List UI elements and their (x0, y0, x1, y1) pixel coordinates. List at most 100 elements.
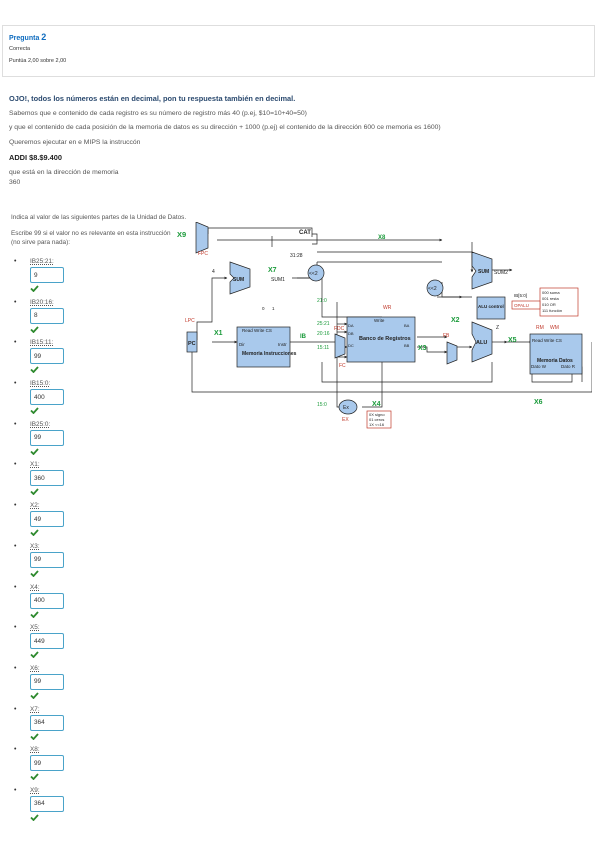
answer-input[interactable] (30, 267, 64, 283)
alu-control (476, 296, 506, 320)
exop-0: 0X signo (369, 412, 385, 417)
label-n1: 1 (272, 306, 275, 311)
label-x6: X6 (534, 399, 543, 406)
check-icon (30, 773, 39, 781)
label-x4: X4 (372, 401, 381, 408)
check-icon (30, 407, 39, 415)
instruction: ADDI $8.$9.400 (9, 152, 62, 162)
answer-label: IB25:0: (30, 420, 51, 428)
alu (471, 321, 493, 363)
label-sum-2: SUM (478, 269, 489, 275)
opalu-box (511, 300, 541, 310)
question-info-box: Pregunta 2 Correcta Puntúa 2,00 sobre 2,… (2, 25, 595, 77)
label-db: DB (348, 331, 354, 336)
answer-label: IB15:11: (30, 339, 54, 347)
check-icon (30, 326, 39, 333)
bullet: • (14, 258, 17, 265)
exop-2: 1X <<16 (369, 422, 385, 427)
aluop-0: 000 suma (542, 290, 560, 295)
answer-input[interactable] (30, 592, 64, 609)
aluop-2: 010 OR (542, 302, 556, 307)
label-wr: WR (383, 305, 392, 311)
mux-fdc (334, 333, 346, 359)
label-wm: WM (550, 325, 559, 331)
label-x9: X9 (177, 230, 186, 239)
answer-input[interactable] (30, 429, 64, 446)
label-sum2: SUM2 (494, 270, 508, 276)
label-four: 4 (212, 269, 215, 275)
question-grade: Puntúa 2,00 sobre 2,00 (9, 58, 67, 64)
label-21-0: 21:0 (317, 298, 327, 304)
bullet: • (14, 420, 17, 428)
bullet: • (14, 705, 17, 713)
label-z: Z (496, 325, 499, 331)
label-sum: SUM (233, 277, 244, 283)
answer-input[interactable] (30, 755, 64, 772)
answer-input[interactable] (30, 633, 64, 650)
memory-info: y que el contenido de cada posición de l… (9, 124, 441, 132)
label-opalu: OPALU (514, 303, 529, 308)
sum2-adder (471, 251, 493, 290)
address-value: 360 (9, 178, 21, 186)
label-25-21: 25:21 (317, 321, 330, 327)
answer-label: X8: (30, 746, 40, 754)
label-ib: IB (300, 334, 307, 340)
banco-registros (346, 316, 416, 363)
shift-left-1 (307, 264, 325, 282)
answer-input[interactable] (30, 714, 64, 731)
bullet: • (14, 298, 17, 306)
bullet: • (14, 746, 17, 754)
bullet: • (14, 502, 17, 510)
answer-input[interactable] (30, 511, 64, 528)
answer-input[interactable] (30, 307, 64, 324)
label-31-28: 31:28 (290, 253, 303, 259)
mux-x9 (195, 222, 209, 254)
label-pc: PC (188, 341, 196, 347)
check-icon (30, 610, 39, 618)
label-shl-1: <<2 (309, 271, 318, 277)
answer-label: X1: (30, 461, 40, 469)
check-icon (30, 732, 39, 740)
bullet: • (14, 380, 17, 388)
sum1-adder (229, 261, 251, 295)
check-icon (30, 488, 39, 496)
label-ib5-0: IB[5:0] (514, 293, 527, 298)
label-15-0: 15:0 (317, 402, 327, 408)
memoria-instrucciones (236, 326, 291, 368)
answer-input[interactable] (30, 795, 64, 812)
answer-input[interactable] (30, 673, 64, 690)
exop-table (366, 410, 392, 429)
check-icon (30, 529, 39, 537)
pc-register (186, 331, 198, 353)
check-icon (30, 448, 39, 455)
check-icon (30, 814, 39, 821)
answer-label: X4: (30, 583, 40, 591)
bullet: • (14, 583, 17, 591)
check-icon (30, 692, 39, 699)
label-cat: CAT (299, 230, 311, 236)
check-icon (30, 570, 39, 577)
answer-input[interactable] (30, 348, 64, 365)
mips-datapath-diagram: X9 CAT X8 X7 SUM1 SUM SUM SUM2 4 X1 IB X… (177, 222, 592, 429)
aluop-table (539, 287, 579, 317)
label-ext: Ex (343, 405, 349, 411)
label-banco: Banco de Registros (359, 336, 411, 342)
answer-input[interactable] (30, 470, 64, 487)
label-fb: FB (443, 333, 450, 339)
bullet: • (14, 786, 17, 794)
answer-input[interactable] (30, 389, 64, 406)
label-dc: DC (348, 343, 354, 348)
answer-input[interactable] (30, 551, 64, 568)
question-number: Pregunta 2 (9, 32, 47, 42)
label-x7: X7 (268, 267, 277, 274)
label-instr: Instr (278, 342, 287, 347)
check-icon (30, 651, 39, 659)
label-dir: Dir (239, 342, 245, 347)
task-text: Indica al valor de las siguientes partes… (11, 214, 187, 221)
label-rw-cs-2: Read Write CS (532, 338, 562, 343)
bullet: • (14, 664, 17, 672)
aluop-1: 001 resta (542, 296, 559, 301)
label-alu: ALU (476, 340, 487, 346)
label-rw-cs: Read Write CS (242, 328, 272, 333)
check-icon (30, 285, 39, 292)
